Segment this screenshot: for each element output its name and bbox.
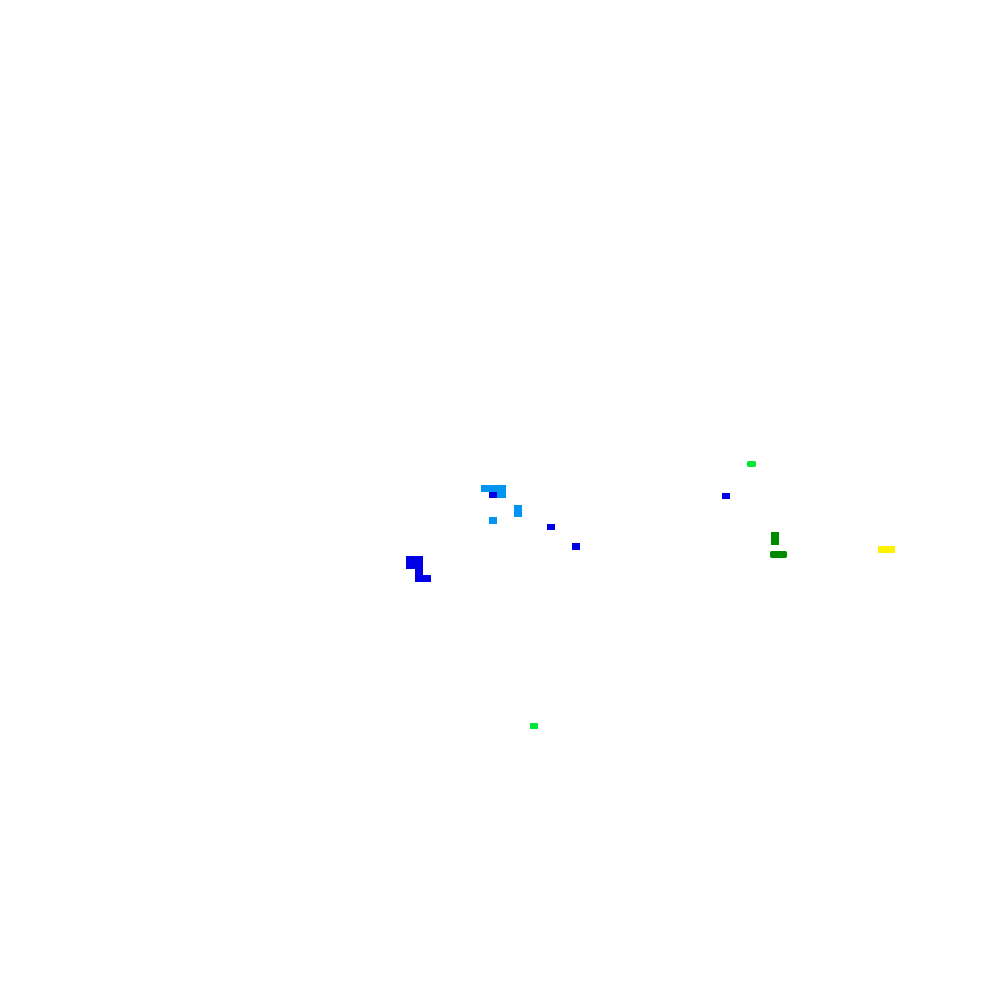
green-blob-1 [747,461,756,467]
yellow-blob-1 [878,546,895,553]
lightblue-blob-3 [514,505,522,517]
blue-blob-1 [489,492,497,498]
lightblue-blob-4 [489,517,497,524]
darkgreen-blob-2 [770,551,787,558]
lightblue-blob-2 [497,491,506,498]
blue-blob-6 [415,569,423,576]
lightblue-blob-1 [481,485,506,492]
blue-blob-4 [572,543,580,550]
blue-blob-7 [415,575,431,582]
green-blob-2 [530,723,538,729]
blue-blob-3 [547,524,555,530]
blue-blob-5 [406,556,423,569]
darkgreen-blob-1 [771,532,779,545]
blue-blob-2 [722,493,730,499]
